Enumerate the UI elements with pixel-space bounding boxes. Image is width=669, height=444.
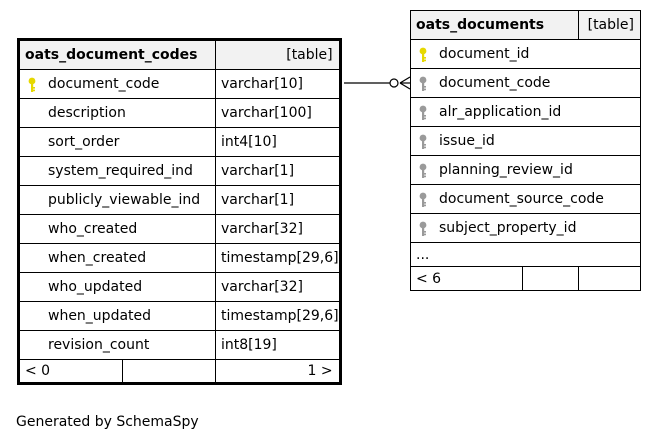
column-type: timestamp[29,6]	[215, 243, 341, 273]
column-name: subject_property_id	[410, 213, 641, 243]
column-name: document_source_code	[410, 184, 641, 214]
column-type: varchar[32]	[215, 214, 341, 244]
table-row: planning_review_id	[410, 155, 641, 185]
column-name: sort_order	[18, 127, 216, 157]
table-row: document_code	[410, 68, 641, 98]
foreign-key-icon	[419, 76, 427, 91]
parents-count: < 6	[410, 266, 523, 291]
table-row: document_id	[410, 39, 641, 69]
table-row: alr_application_id	[410, 97, 641, 127]
footer-spacer	[578, 266, 641, 291]
table-title: oats_documents	[410, 10, 579, 40]
more-columns-ellipsis: ...	[410, 242, 641, 267]
primary-key-icon	[419, 47, 427, 62]
column-type: varchar[32]	[215, 272, 341, 302]
column-name: description	[18, 98, 216, 128]
generated-by-caption: Generated by SchemaSpy	[16, 414, 199, 430]
column-type: int8[19]	[215, 330, 341, 360]
table-row: document_source_code	[410, 184, 641, 214]
column-name: issue_id	[410, 126, 641, 156]
zero-cardinality-marker	[389, 78, 399, 88]
foreign-key-icon	[419, 105, 427, 120]
column-name: document_code	[18, 69, 216, 99]
column-name: revision_count	[18, 330, 216, 360]
parents-count: < 0	[18, 359, 123, 384]
table-oats-document-codes[interactable]: oats_document_codes [table] document_cod…	[17, 38, 342, 385]
table-row: issue_id	[410, 126, 641, 156]
column-name: who_updated	[18, 272, 216, 302]
foreign-key-icon	[419, 221, 427, 236]
table-row: subject_property_id	[410, 213, 641, 243]
primary-key-icon	[28, 77, 36, 92]
foreign-key-icon	[419, 192, 427, 207]
column-name: when_created	[18, 243, 216, 273]
children-count: 1 >	[215, 359, 341, 384]
column-name: publicly_viewable_ind	[18, 185, 216, 215]
table-kind: [table]	[578, 10, 641, 40]
footer-spacer	[122, 359, 216, 384]
column-name: who_created	[18, 214, 216, 244]
table-kind: [table]	[215, 39, 341, 70]
foreign-key-icon	[419, 163, 427, 178]
crowfoot-marker	[399, 76, 411, 84]
column-name: when_updated	[18, 301, 216, 331]
column-type: int4[10]	[215, 127, 341, 157]
column-type: varchar[10]	[215, 69, 341, 99]
column-type: timestamp[29,6]	[215, 301, 341, 331]
column-name: planning_review_id	[410, 155, 641, 185]
column-type: varchar[1]	[215, 156, 341, 186]
table-title: oats_document_codes	[18, 39, 216, 70]
column-name: document_code	[410, 68, 641, 98]
column-name: document_id	[410, 39, 641, 69]
footer-spacer	[522, 266, 579, 291]
column-type: varchar[1]	[215, 185, 341, 215]
column-name: system_required_ind	[18, 156, 216, 186]
column-name: alr_application_id	[410, 97, 641, 127]
foreign-key-icon	[419, 134, 427, 149]
column-type: varchar[100]	[215, 98, 341, 128]
